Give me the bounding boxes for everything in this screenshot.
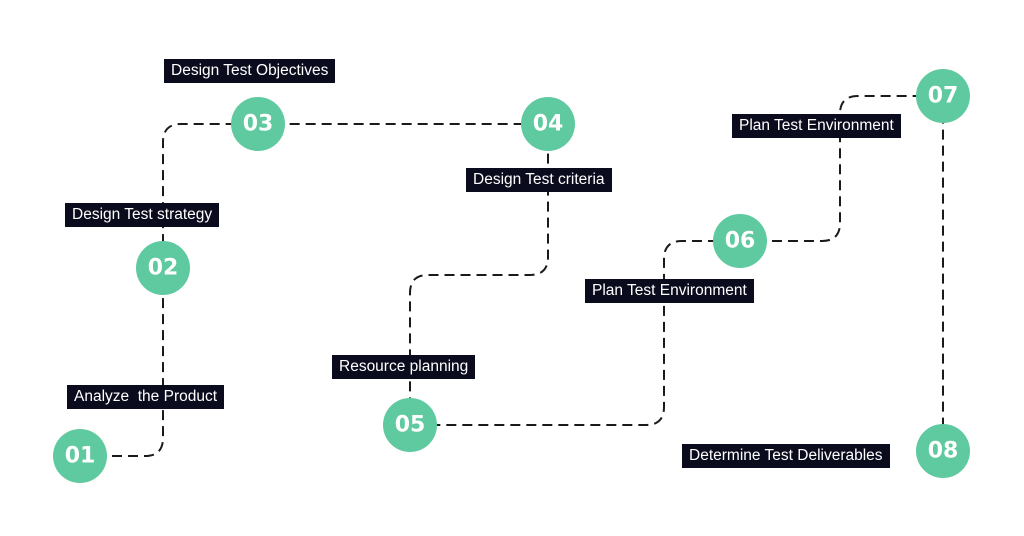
step-07-label: Plan Test Environment [732,114,901,138]
step-05-marker: 05 [383,398,437,452]
step-06-number: 06 [725,229,756,254]
step-04-marker: 04 [521,97,575,151]
step-01-circle [53,429,107,483]
step-05-circle [383,398,437,452]
step-06-label: Plan Test Environment [585,279,754,303]
step-04-circle [521,97,575,151]
step-04-number: 04 [533,112,564,137]
step-05-number: 05 [395,413,426,438]
step-07-number: 07 [928,84,959,109]
step-03-label: Design Test Objectives [164,59,336,83]
step-01-label: Analyze the Product [67,385,225,409]
step-07-circle [916,69,970,123]
step-05-label: Resource planning [332,355,476,379]
step-01-marker: 01 [53,429,107,483]
step-01-number: 01 [65,444,96,469]
step-06-circle [713,214,767,268]
step-06-marker: 06 [713,214,767,268]
step-08-label: Determine Test Deliverables [682,444,890,468]
step-08-number: 08 [928,439,959,464]
step-08-circle [916,424,970,478]
dashed-connector-path [80,95,944,457]
step-07-marker: 07 [916,69,970,123]
step-02-circle [136,241,190,295]
step-08-marker: 08 [916,424,970,478]
step-03-circle [231,97,285,151]
step-04-label: Design Test criteria [466,168,612,192]
step-02-marker: 02 [136,241,190,295]
step-02-number: 02 [148,256,179,281]
step-03-marker: 03 [231,97,285,151]
step-03-number: 03 [243,112,274,137]
step-02-label: Design Test strategy [65,203,220,227]
